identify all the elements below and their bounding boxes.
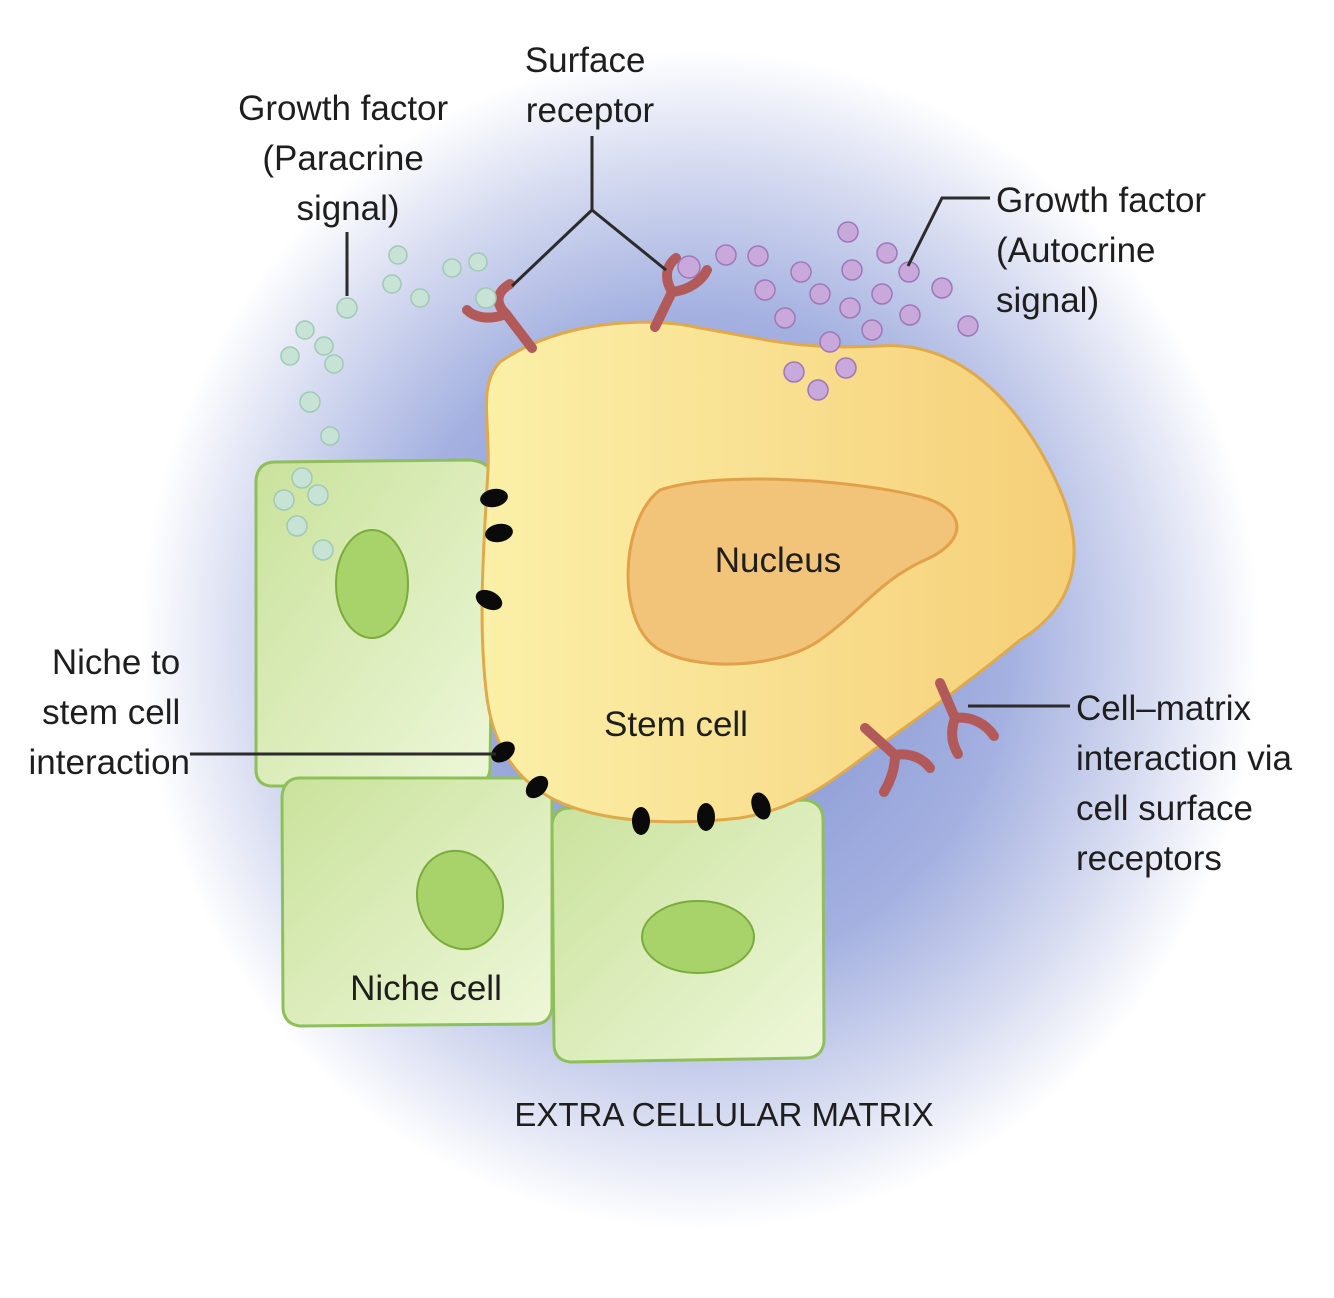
adhesion-junction-icon xyxy=(751,792,771,820)
leader-surface-receptor xyxy=(510,136,667,288)
autocrine-growth-factors xyxy=(677,221,979,401)
sphere-icon xyxy=(442,258,462,278)
sphere-icon xyxy=(715,244,737,266)
adhesion-junction-icon xyxy=(475,589,503,611)
sphere-icon xyxy=(957,315,979,337)
sphere-icon xyxy=(931,277,953,299)
sphere-icon xyxy=(291,467,313,489)
y-shaped-receptor-icon xyxy=(650,253,712,332)
niche-cell-nucleus xyxy=(641,900,755,974)
sphere-icon xyxy=(835,357,857,379)
label-gf-paracrine: Growth factor (Paracrine signal) xyxy=(238,89,458,228)
sphere-icon xyxy=(312,539,334,561)
paracrine-growth-factors xyxy=(273,245,497,561)
sphere-icon xyxy=(754,279,776,301)
label-niche-cell: Niche cell xyxy=(350,969,502,1008)
label-surface-receptor: Surface receptor xyxy=(525,41,655,130)
label-stem-cell: Stem cell xyxy=(604,705,748,744)
adhesion-junction-icon xyxy=(525,775,549,799)
sphere-icon xyxy=(790,261,812,283)
sphere-icon xyxy=(899,304,921,326)
y-shaped-receptor-icon xyxy=(935,678,999,759)
labels: Surface receptor Growth factor (Paracrin… xyxy=(29,41,1302,1133)
sphere-icon xyxy=(280,346,300,366)
sphere-icon xyxy=(410,288,430,308)
sphere-icon xyxy=(809,283,831,305)
sphere-icon xyxy=(286,515,308,537)
sphere-icon xyxy=(783,361,805,383)
sphere-icon xyxy=(320,426,340,446)
leader-gf-autocrine xyxy=(906,196,990,267)
label-extracellular-matrix: EXTRA CELLULAR MATRIX xyxy=(514,1096,933,1133)
sphere-icon xyxy=(839,297,861,319)
receptors xyxy=(462,253,999,797)
sphere-icon xyxy=(324,354,344,374)
nucleus xyxy=(626,477,959,666)
sphere-icon xyxy=(382,274,402,294)
sphere-icon xyxy=(837,221,859,243)
sphere-icon xyxy=(876,242,898,264)
sphere-icon xyxy=(475,287,497,309)
sphere-icon xyxy=(841,259,863,281)
adhesion-junction-icon xyxy=(491,741,515,763)
niche-cell-nucleus xyxy=(415,849,505,951)
y-shaped-receptor-icon xyxy=(462,279,537,353)
sphere-icon xyxy=(336,297,358,319)
niche-cells xyxy=(254,458,826,1064)
label-cell-matrix: Cell–matrix interaction via cell surface… xyxy=(1076,689,1302,878)
sphere-icon xyxy=(807,379,829,401)
sphere-icon xyxy=(871,283,893,305)
sphere-icon xyxy=(677,255,701,279)
label-nucleus: Nucleus xyxy=(715,541,841,580)
sphere-icon xyxy=(314,336,334,356)
adhesion-junctions xyxy=(475,488,771,835)
leader-lines xyxy=(190,136,1070,756)
sphere-icon xyxy=(747,245,769,267)
y-shaped-receptor-icon xyxy=(860,723,935,797)
sphere-icon xyxy=(388,245,408,265)
sphere-icon xyxy=(273,489,295,511)
sphere-icon xyxy=(295,320,315,340)
sphere-icon xyxy=(299,391,321,413)
sphere-icon xyxy=(307,484,329,506)
niche-cell-nucleus xyxy=(335,529,409,639)
label-gf-autocrine: Growth factor (Autocrine signal) xyxy=(996,181,1216,320)
adhesion-junction-icon xyxy=(480,488,508,508)
sphere-icon xyxy=(774,307,796,329)
sphere-icon xyxy=(468,252,488,272)
adhesion-junction-icon xyxy=(697,803,715,831)
sphere-icon xyxy=(861,319,883,341)
sphere-icon xyxy=(819,331,841,353)
adhesion-junction-icon xyxy=(632,807,650,835)
adhesion-junction-icon xyxy=(485,523,513,543)
label-niche-interaction: Niche to stem cell interaction xyxy=(29,643,190,782)
